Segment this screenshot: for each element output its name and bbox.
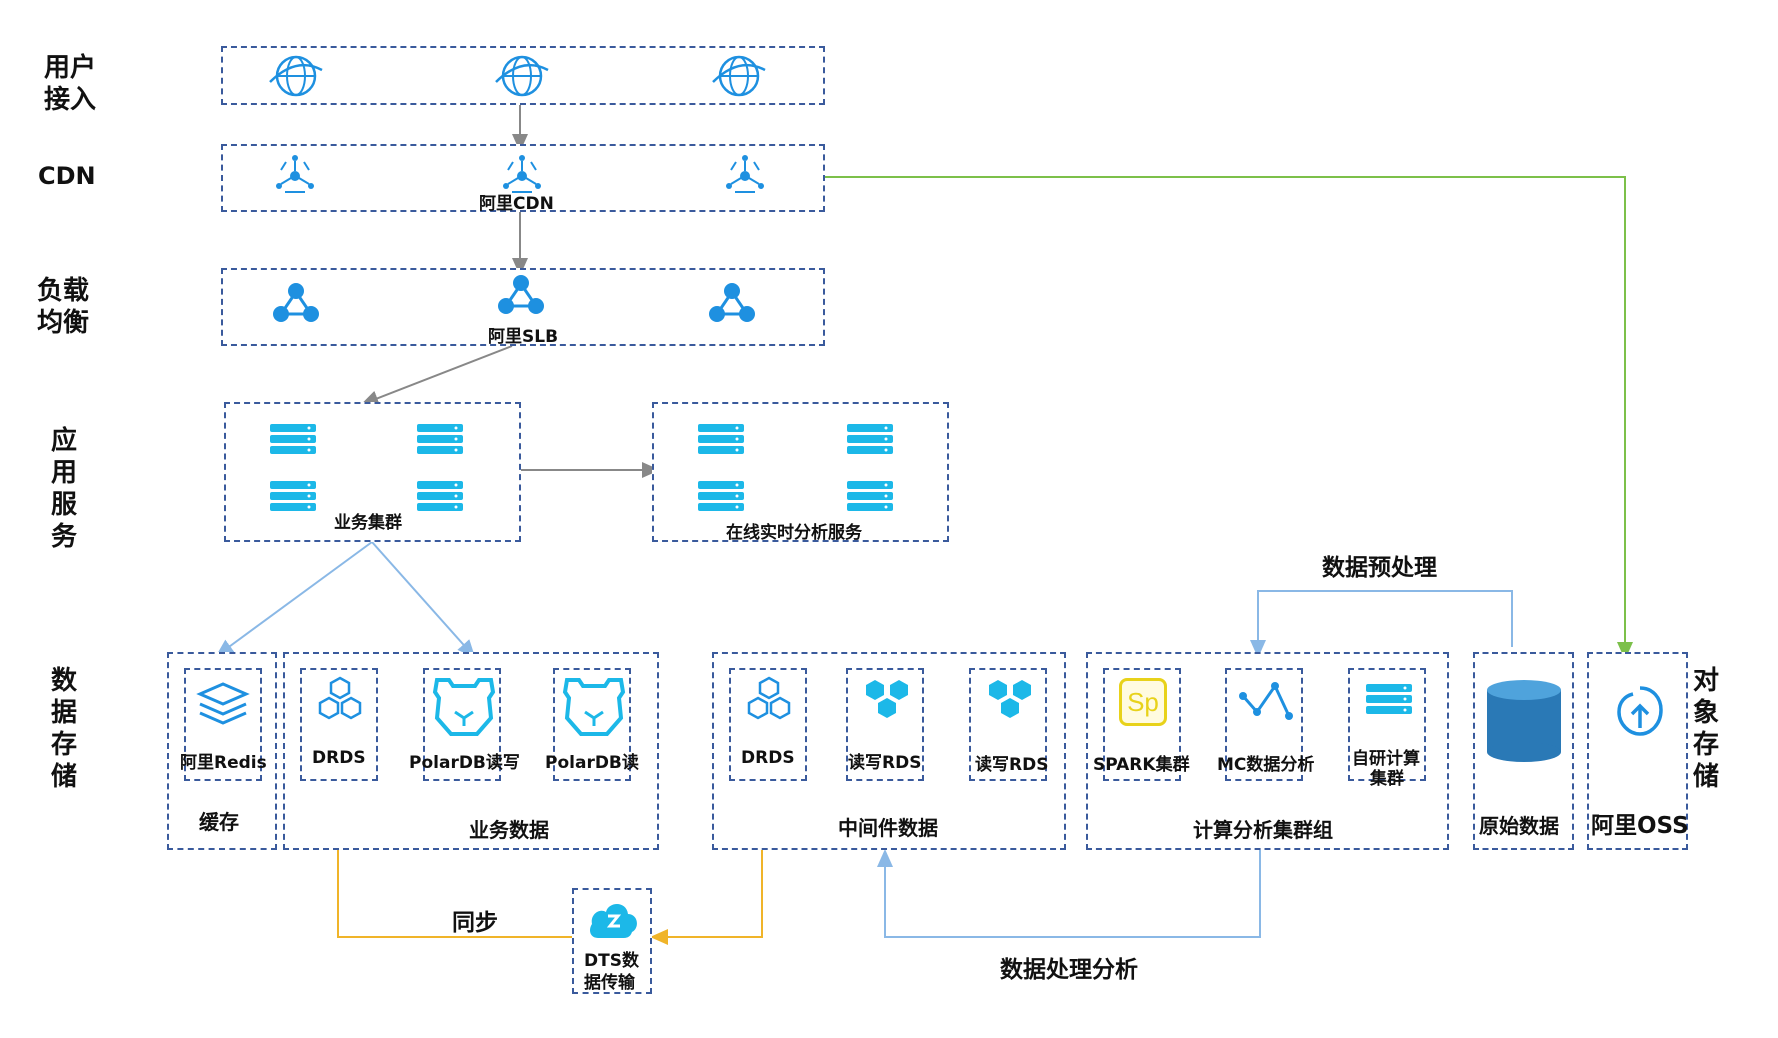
mc-label: MC数据分析 [1217,755,1315,775]
layer-label-lb: 负载均衡 [36,276,89,338]
middleware-data-box: DRDS 读写RDS 读写RDS 中间件数据 [712,652,1066,850]
server-icon [417,481,463,511]
redis-node: 阿里Redis [180,668,267,781]
redis-label: 阿里Redis [180,753,267,773]
cdn-node-icon [726,155,764,193]
dts-cloud-icon [590,904,637,938]
self-compute-node: 自研计算 集群 [1348,668,1426,789]
polardb-rw-label: PolarDB读写 [409,753,520,773]
preprocess-label: 数据预处理 [1322,555,1437,581]
database-icon [1487,680,1561,762]
polardb-bear-icon [432,678,496,736]
layer-label-cdn: CDN [38,162,96,190]
line-app-business [371,541,476,658]
dts-label-1: DTS数 [584,951,639,971]
line-app-cache [215,541,373,657]
mid-drds-label: DRDS [741,748,795,768]
server-icon [1366,684,1412,714]
cache-box: 阿里Redis 缓存 [167,652,277,850]
server-icon [417,424,463,454]
polardb-r-label: PolarDB读 [545,753,639,773]
realtime-service-label: 在线实时分析服务 [726,523,862,543]
business-data-label: 业务数据 [469,818,549,842]
self-compute-label-2: 集群 [1370,769,1404,789]
load-balancer-icon [498,275,544,314]
globe-icon [495,55,549,97]
cdn-node-icon [276,155,314,193]
cdn-node-icon [503,155,541,193]
self-compute-label-1: 自研计算 [1352,749,1420,769]
layer-label-app: 应用服务 [50,426,77,552]
dts-label-2: 据传输 [584,973,635,993]
business-cluster-label: 业务集群 [334,513,402,533]
business-data-box: DRDS PolarDB读写 PolarDB读 业务数据 [283,652,659,850]
sync-label: 同步 [452,910,498,936]
rds-rw-node: 读写RDS [846,668,924,781]
server-icon [270,481,316,511]
polardb-rw-node: PolarDB读写 [409,668,520,781]
load-balancer-icon [273,283,319,322]
cdn-label: 阿里CDN [479,194,554,214]
dts-box: DTS数 据传输 [572,888,652,994]
layer-label-object: 对象存储 [1692,666,1719,792]
server-icon [847,424,893,454]
realtime-service-box: 在线实时分析服务 [652,402,949,543]
cloud-upload-icon [1617,686,1663,736]
compute-group-label: 计算分析集群组 [1193,818,1333,842]
load-balancer-icon [709,283,755,322]
rds-rw-label: 读写RDS [848,753,922,773]
server-icon [847,481,893,511]
business-cluster-box: 业务集群 [224,402,521,542]
compute-group-box: Sp SPARK集群 MC数据分析 自研计算 集群 计算分析集群组 [1086,652,1449,850]
slb-label: 阿里SLB [488,327,559,347]
globe-icon [269,55,323,97]
server-icon [698,424,744,454]
rds-rw2-label: 读写RDS [975,755,1049,775]
hexagon-cluster-icon [747,676,791,720]
server-icon [270,424,316,454]
rds-icon [866,680,908,718]
processing-label: 数据处理分析 [1000,957,1138,983]
polardb-r-node: PolarDB读 [545,668,639,781]
cache-label: 缓存 [199,810,239,834]
cdn-layer-box: 阿里CDN [221,144,825,214]
line-preprocess [1250,590,1513,658]
hexagon-cluster-icon [318,676,362,720]
oss-box: 阿里OSS [1587,652,1689,850]
drds-label: DRDS [312,748,366,768]
line-cdn-oss [823,176,1633,660]
raw-data-box: 原始数据 [1473,652,1574,850]
mc-node: MC数据分析 [1217,668,1314,781]
spark-icon: Sp [1119,678,1167,726]
slb-layer-box: 阿里SLB [221,268,825,347]
rds-icon [989,680,1031,718]
spark-node: Sp SPARK集群 [1093,668,1190,781]
rds-rw2-node: 读写RDS [969,668,1049,781]
globe-icon [712,55,766,97]
line-slb-app [360,345,513,406]
layers-icon [196,682,250,725]
layer-label-access: 用户接入 [43,53,96,115]
polardb-bear-icon [562,678,626,736]
server-icon [698,481,744,511]
drds-node: DRDS [300,668,378,781]
mid-drds-node: DRDS [729,668,807,781]
raw-data-label: 原始数据 [1479,814,1559,838]
layer-label-data: 数据存储 [50,666,77,792]
access-layer-box [221,46,825,105]
line-processing [877,849,1261,938]
oss-label: 阿里OSS [1591,813,1689,839]
spark-label: SPARK集群 [1093,755,1190,775]
line-chart-icon [1239,682,1293,720]
middleware-data-label: 中间件数据 [838,816,938,840]
